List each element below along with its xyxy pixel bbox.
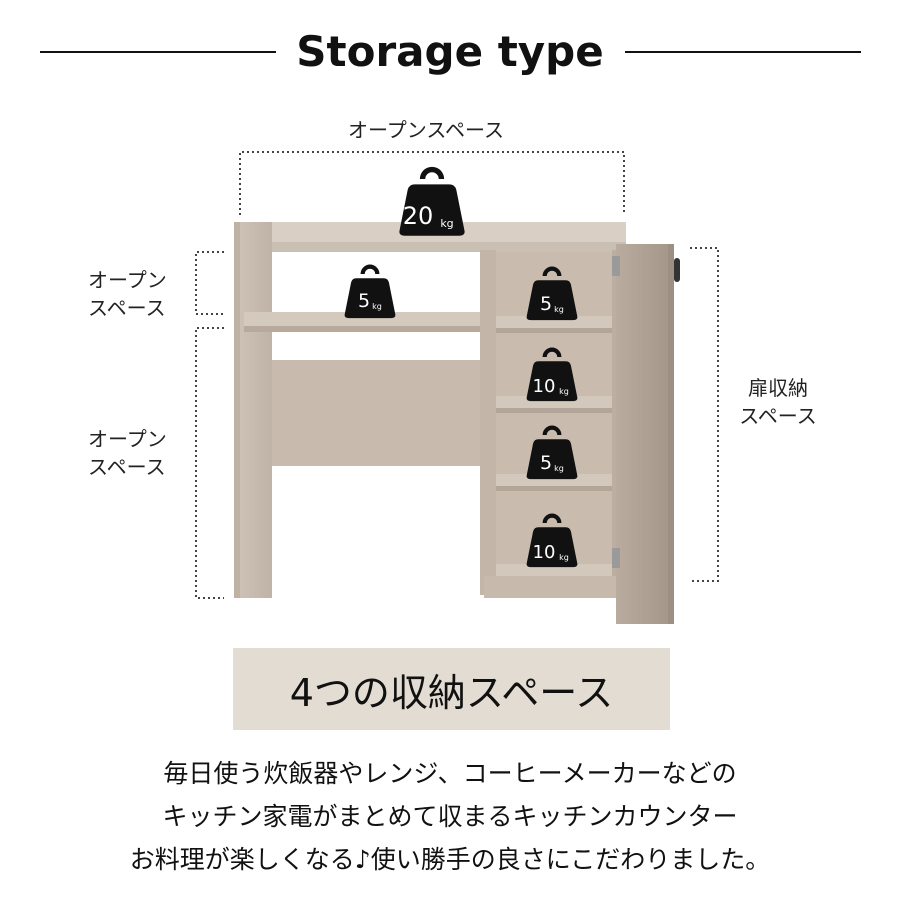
header-line-right — [625, 51, 861, 53]
label-upper-left-open-space: オープン スペース — [88, 266, 167, 322]
description-line-3: お料理が楽しくなる♪使い勝手の良さにこだわりました。 — [129, 845, 771, 874]
weight-right-shelf-2-unit: kg — [559, 387, 569, 396]
description-line-1: 毎日使う炊飯器やレンジ、コーヒーメーカーなどの — [163, 759, 737, 788]
weight-left-shelf-unit: kg — [372, 302, 382, 311]
weight-right-shelf-1-unit: kg — [554, 305, 564, 314]
weight-top-unit: kg — [440, 217, 453, 230]
label-lower-left-line2: スペース — [88, 455, 166, 479]
weight-right-shelf-1-value: 5 — [540, 293, 552, 315]
weight-right-shelf-4-unit: kg — [559, 553, 569, 562]
label-right-line2: スペース — [739, 404, 817, 428]
page-title: Storage type — [296, 27, 604, 76]
label-upper-left-line2: スペース — [88, 296, 166, 320]
dimension-guides — [195, 151, 719, 599]
description-line-2: キッチン家電がまとめて収まるキッチンカウンター — [162, 802, 738, 831]
label-upper-left-line1: オープン — [88, 268, 167, 292]
weight-right-shelf-4-value: 10 — [533, 542, 556, 563]
label-lower-left-line1: オープン — [88, 427, 167, 451]
label-lower-left-open-space: オープン スペース — [88, 425, 167, 481]
weight-right-shelf-3-value: 5 — [540, 452, 552, 474]
weight-left-shelf-value: 5 — [358, 290, 370, 312]
cabinet-diagram: 20 kg 5 kg 5 kg 10 kg 5 kg 10 kg — [195, 151, 719, 624]
label-top-open-space: オープンスペース — [348, 118, 504, 142]
label-door-storage: 扉収納 スペース — [728, 374, 828, 430]
label-right-line1: 扉収納 — [748, 376, 808, 400]
cabinet — [234, 222, 680, 624]
weight-top-value: 20 — [403, 202, 434, 230]
description: 毎日使う炊飯器やレンジ、コーヒーメーカーなどの キッチン家電がまとめて収まるキッ… — [0, 752, 900, 881]
header-line-left — [40, 51, 276, 53]
weight-right-shelf-3-unit: kg — [554, 464, 564, 473]
weight-right-shelf-2-value: 10 — [533, 376, 556, 397]
storage-count-banner: 4つの収納スペース — [233, 648, 670, 730]
